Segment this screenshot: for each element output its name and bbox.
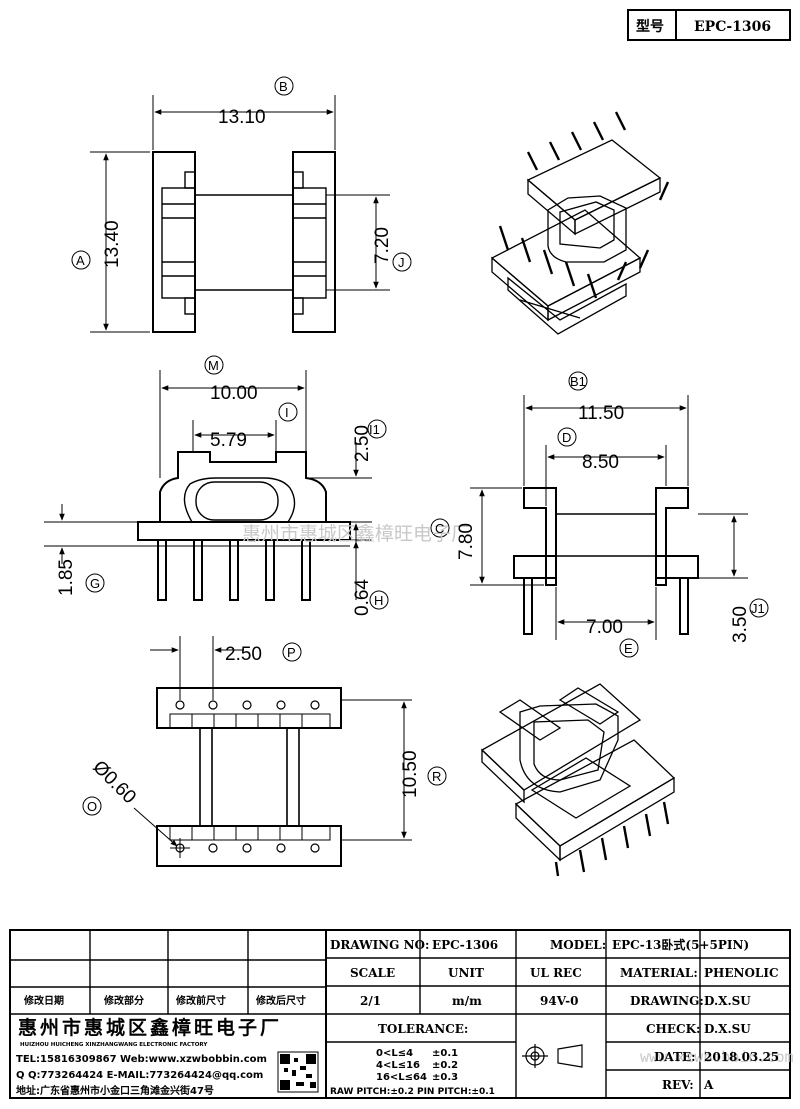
unit-value: m/m: [452, 994, 482, 1008]
dim-letter-i: I: [285, 405, 289, 420]
dim-letter-j: J: [398, 255, 405, 270]
watermark-cn: 惠州市惠城区鑫樟旺电子厂: [242, 523, 470, 545]
material-label: MATERIAL:: [620, 966, 698, 980]
side-view: [430, 371, 769, 658]
header-box: [627, 9, 791, 41]
dim-letter-e: E: [624, 641, 633, 656]
dim-letter-c: C: [435, 521, 444, 536]
rev-header-before: 修改前尺寸: [175, 994, 226, 1007]
dim-front-pin: 0.64: [352, 579, 373, 616]
tol-value-3: ±0.3: [432, 1072, 458, 1083]
dim-bottom-height: 10.50: [400, 750, 421, 798]
rev-header-part: 修改部分: [103, 994, 144, 1007]
rev-header-date: 修改日期: [23, 994, 64, 1007]
dim-letter-g: G: [90, 576, 100, 591]
ul-label: UL REC: [530, 966, 582, 980]
scale-value: 2/1: [360, 994, 381, 1008]
rev-header-after: 修改后尺寸: [255, 994, 306, 1007]
front-view: [44, 355, 389, 610]
model-value: EPC-13卧式(5+5PIN): [612, 937, 749, 952]
qr-code-icon: [277, 1051, 319, 1093]
bottom-view: [82, 636, 447, 867]
top-view: [71, 76, 412, 333]
drawing-label: DRAWING:: [630, 994, 704, 1008]
rev-value: A: [703, 1078, 714, 1092]
date-value: 2018.03.25: [704, 1050, 779, 1064]
dim-side-low: 7.00: [586, 617, 623, 638]
iso-view-bottom: [480, 683, 676, 877]
company-address: 地址:广东省惠州市小金口三角滩金兴街47号: [16, 1084, 214, 1097]
dim-side-width: 11.50: [578, 403, 624, 424]
dim-front-flange: 1.85: [56, 559, 77, 596]
company-name-en: HUIZHOU HUICHENG XINZHANGWANG ELECTRONIC…: [20, 1042, 208, 1048]
tolerance-label: TOLERANCE:: [378, 1022, 468, 1036]
check-value: D.X.SU: [704, 1022, 751, 1036]
unit-label: UNIT: [448, 966, 484, 980]
dim-letter-j1: J1: [751, 601, 765, 616]
dim-letter-h: H: [374, 593, 383, 608]
title-block: [9, 929, 791, 1099]
iso-view-top: [490, 111, 670, 335]
tol-range-3: 16<L≤64: [376, 1072, 427, 1083]
dim-letter-r: R: [432, 769, 441, 784]
dim-top-inner: 7.20: [372, 227, 393, 264]
dim-letter-o: O: [87, 799, 97, 814]
dim-front-top: 2.50: [352, 425, 373, 462]
watermark-url: www.xzwbobbin.com: [640, 1048, 794, 1066]
header-model-code: EPC-1306: [694, 19, 771, 35]
dim-top-height: 13.40: [102, 220, 123, 268]
ul-value: 94V-0: [540, 994, 578, 1008]
company-qq: Q Q:773264424 E-MAIL:773264424@qq.com: [16, 1070, 263, 1081]
drawing-no-label: DRAWING NO:: [330, 938, 429, 952]
tol-value-1: ±0.1: [432, 1048, 458, 1059]
dim-letter-d: D: [562, 430, 571, 445]
rev-label: REV:: [662, 1078, 694, 1092]
dim-letter-i1: I1: [369, 422, 380, 437]
dim-side-right: 3.50: [730, 606, 751, 643]
drawing-no-value: EPC-1306: [432, 938, 498, 952]
dim-letter-m: M: [208, 358, 219, 373]
dim-bottom-pitch: 2.50: [225, 644, 262, 665]
pitch-note: RAW PITCH:±0.2 PIN PITCH:±0.1: [330, 1087, 495, 1097]
dim-letter-b: B: [279, 79, 288, 94]
model-label: MODEL:: [550, 938, 606, 952]
dim-front-inner: 5.79: [210, 430, 247, 451]
dim-side-height: 7.80: [456, 523, 477, 560]
company-tel: TEL:15816309867 Web:www.xzwbobbin.com: [16, 1054, 267, 1065]
dim-front-width: 10.00: [210, 383, 258, 404]
date-label: DATE:: [654, 1050, 696, 1064]
header-type-label: 型号: [636, 18, 664, 35]
dim-top-width: 13.10: [218, 107, 266, 128]
company-name-cn: 惠州市惠城区鑫樟旺电子厂: [18, 1016, 282, 1039]
tol-range-2: 4<L≤16: [376, 1060, 420, 1071]
dim-letter-b1: B1: [570, 374, 586, 389]
dim-letter-a: A: [76, 253, 85, 268]
drawing-value: D.X.SU: [704, 994, 751, 1008]
tol-range-1: 0<L≤4: [376, 1048, 413, 1059]
dim-side-inner: 8.50: [582, 452, 619, 473]
tol-value-2: ±0.2: [432, 1060, 458, 1071]
check-label: CHECK:: [646, 1022, 700, 1036]
material-value: PHENOLIC: [704, 966, 779, 980]
dim-letter-p: P: [287, 645, 296, 660]
scale-label: SCALE: [350, 966, 395, 980]
